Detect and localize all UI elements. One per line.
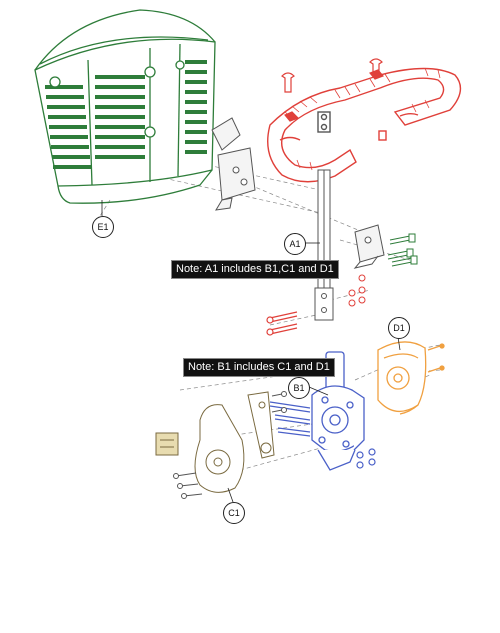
callout-d1: D1 [388, 317, 410, 339]
side-clamp [353, 224, 385, 269]
callout-leaders [101, 200, 401, 503]
cover-part-d1 [377, 341, 445, 415]
tiller-handlebar [267, 67, 462, 183]
bracket-bolts-blue [269, 401, 376, 469]
clamp-bolts-green [387, 233, 418, 267]
cover-screws [173, 391, 287, 499]
nuts-red [348, 274, 366, 307]
tiller-column [314, 169, 334, 321]
steering-bracket-b1 [311, 351, 365, 471]
basket-bracket [211, 117, 256, 211]
note-b1-label: Note: B1 includes C1 and D1 [183, 358, 335, 377]
callout-c1: C1 [223, 502, 245, 524]
callout-a1: A1 [284, 233, 306, 255]
cover-part-c1 [155, 391, 275, 493]
column-bolts-red [266, 311, 298, 336]
callout-b1: B1 [288, 377, 310, 399]
callout-e1: E1 [92, 216, 114, 238]
basket-part-e1 [34, 9, 216, 204]
tiller-knobs [281, 58, 385, 122]
note-a1-label: Note: A1 includes B1,C1 and D1 [171, 260, 339, 279]
